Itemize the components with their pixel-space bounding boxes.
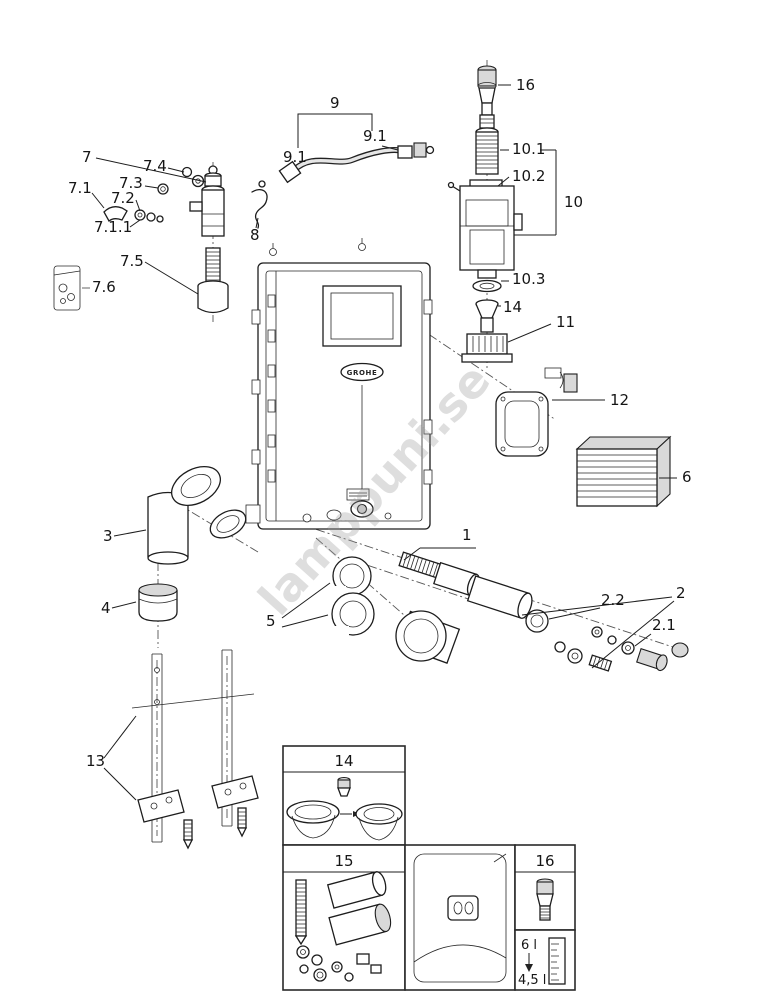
inset-box-14: [282, 745, 406, 846]
callout-14: 14: [503, 298, 522, 316]
spare-parts-bag: [53, 265, 81, 311]
grohe-logo: GROHE: [347, 369, 378, 377]
wall-bracket: [251, 180, 268, 229]
supply-hose: [278, 142, 435, 184]
gasket-plate: [495, 367, 578, 457]
callout-10-1: 10.1: [512, 140, 545, 158]
flush-valve-assembly: [447, 65, 523, 363]
callout-2-2: 2.2: [601, 591, 625, 609]
flush-bend-elbow: [147, 466, 247, 565]
callout-labels: 16 9 9.1 9.1 7 7.4 7.3 7.1 7.2 7.1.1 7.5…: [68, 76, 692, 988]
callout-2: 2: [676, 584, 686, 602]
callout-16: 16: [516, 76, 535, 94]
mounting-rails: [131, 649, 259, 850]
callout-7-3: 7.3: [119, 174, 143, 192]
spacer-sleeve: [138, 583, 178, 622]
callout-1: 1: [462, 526, 472, 544]
callout-9-1b: 9.1: [363, 127, 387, 145]
fill-valve-assembly: [103, 165, 229, 314]
callout-7: 7: [82, 148, 92, 166]
inset-label-16: 16: [535, 852, 554, 870]
callout-13: 13: [86, 752, 105, 770]
pipe-clips: [330, 556, 375, 639]
callout-7-1-1: 7.1.1: [94, 218, 132, 236]
flush-pipe-end: [395, 610, 461, 664]
callout-5: 5: [266, 612, 276, 630]
inset-box-flush-plate: [404, 844, 516, 991]
callout-7-6: 7.6: [92, 278, 116, 296]
inset-box-capacity: [514, 929, 576, 991]
callout-10: 10: [564, 193, 583, 211]
inset-box-16: [514, 844, 576, 931]
callout-9: 9: [330, 94, 340, 112]
callout-6: 6: [682, 468, 692, 486]
capacity-half-label: 4,5 l: [518, 973, 546, 988]
callout-7-4: 7.4: [143, 157, 167, 175]
small-fittings: [525, 609, 689, 672]
capacity-full-label: 6 l: [521, 938, 537, 953]
callout-7-1: 7.1: [68, 179, 92, 197]
callout-10-3: 10.3: [512, 270, 545, 288]
callout-2-1: 2.1: [652, 616, 676, 634]
inset-label-15: 15: [334, 852, 353, 870]
outlet-connector: [398, 551, 533, 619]
callout-7-5: 7.5: [120, 252, 144, 270]
inset-box-15: [282, 844, 406, 991]
access-shaft-box: [575, 435, 672, 508]
callout-11: 11: [556, 313, 575, 331]
callout-4: 4: [101, 599, 111, 617]
callout-7-2: 7.2: [111, 189, 135, 207]
callout-8: 8: [250, 226, 260, 244]
inset-label-14: 14: [334, 752, 353, 770]
leader-lines: [82, 84, 677, 801]
callout-3: 3: [103, 527, 113, 545]
callout-9-1a: 9.1: [283, 148, 307, 166]
callout-12: 12: [610, 391, 629, 409]
cistern-tank: GROHE: [245, 238, 433, 530]
callout-10-2: 10.2: [512, 167, 545, 185]
